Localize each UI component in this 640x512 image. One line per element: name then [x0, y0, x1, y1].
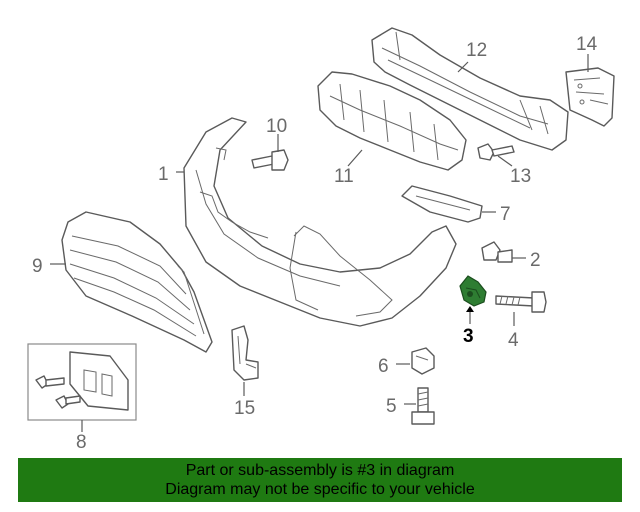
part-1-bumper-cover[interactable]	[183, 117, 457, 327]
callout-6: 6	[378, 356, 389, 377]
part-15-sensor-bracket[interactable]	[231, 325, 259, 381]
callout-14: 14	[576, 34, 598, 55]
info-banner: Part or sub-assembly is #3 in diagram Di…	[18, 458, 622, 502]
banner-line-1: Part or sub-assembly is #3 in diagram	[185, 462, 455, 479]
part-9-grille[interactable]	[61, 211, 213, 353]
banner-line-2: Diagram may not be specific to your vehi…	[165, 481, 475, 498]
callout-3: 3	[463, 326, 474, 347]
callout-9: 9	[32, 256, 43, 277]
part-6-clip[interactable]	[411, 347, 435, 375]
part-12-reinforcement-bar[interactable]	[371, 27, 569, 151]
part-7-bracket-strip[interactable]	[401, 185, 483, 223]
part-3-retainer[interactable]	[459, 275, 487, 307]
part-2-clip[interactable]	[481, 241, 513, 263]
part-10-bolt[interactable]	[251, 149, 289, 171]
part-8-license-bracket-kit[interactable]	[27, 343, 137, 421]
callout-15: 15	[234, 398, 255, 419]
callout-7: 7	[500, 204, 511, 225]
callout-5: 5	[386, 396, 397, 417]
callout-13: 13	[510, 166, 531, 187]
part-5-screw[interactable]	[411, 387, 435, 425]
part-11-energy-absorber[interactable]	[317, 71, 467, 171]
leader-lines	[50, 54, 589, 432]
part-13-bolt[interactable]	[477, 143, 515, 161]
exploded-parts-diagram: 1 2 3 4 5 6 7 8 9 10 11 12 13 14 15	[27, 27, 615, 453]
callout-4: 4	[508, 330, 519, 351]
part-14-bracket[interactable]	[565, 67, 615, 127]
callout-12: 12	[466, 40, 487, 61]
callout-10: 10	[266, 116, 287, 137]
part-4-bolt[interactable]	[495, 291, 547, 313]
callout-1: 1	[158, 164, 169, 185]
callout-8: 8	[76, 432, 87, 453]
callout-11: 11	[334, 166, 354, 187]
callout-2: 2	[530, 250, 541, 271]
